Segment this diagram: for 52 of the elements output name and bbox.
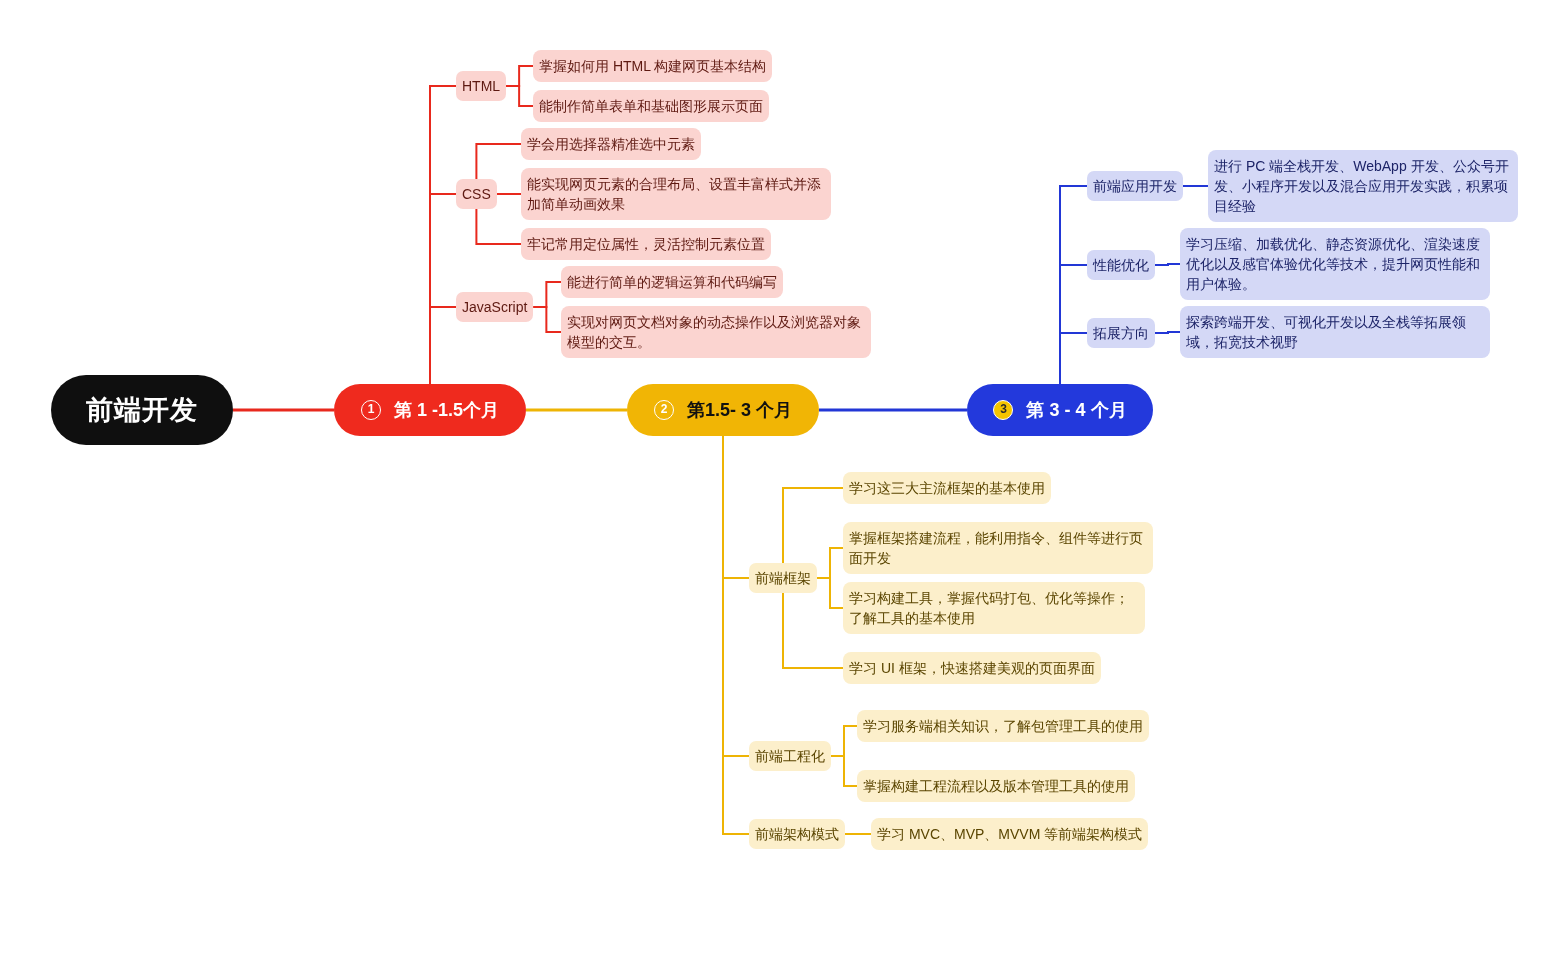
root-topic: 前端开发 bbox=[51, 375, 233, 445]
stage-title: 第 1 -1.5个月 bbox=[394, 399, 499, 422]
connector-line bbox=[830, 755, 858, 787]
detail-topic: 牢记常用定位属性，灵活控制元素位置 bbox=[521, 228, 771, 260]
subtopic: JavaScript bbox=[456, 292, 534, 322]
detail-topic: 掌握构建工程流程以及版本管理工具的使用 bbox=[857, 770, 1135, 802]
detail-topic: 学习 UI 框架，快速搭建美观的页面界面 bbox=[843, 652, 1101, 684]
connector-line bbox=[782, 487, 844, 564]
detail-topic: 能实现网页元素的合理布局、设置丰富样式并添加简单动画效果 bbox=[521, 168, 831, 220]
stage-title: 第1.5- 3 个月 bbox=[687, 399, 792, 422]
subtopic: 前端架构模式 bbox=[749, 819, 845, 849]
stage-pill bbox=[627, 384, 819, 436]
detail-topic: 学习压缩、加载优化、静态资源优化、渲染速度优化以及感官体验优化等技术，提升网页性能和用户体验。 bbox=[1180, 228, 1490, 300]
connector-line bbox=[1182, 185, 1209, 187]
detail-topic: 探索跨端开发、可视化开发以及全栈等拓展领域，拓宽技术视野 bbox=[1180, 306, 1490, 358]
detail-topic: 学习构建工具，掌握代码打包、优化等操作；了解工具的基本使用 bbox=[843, 582, 1145, 634]
detail-topic: 能制作简单表单和基础图形展示页面 bbox=[533, 90, 769, 122]
connector-line bbox=[819, 408, 967, 412]
connector-line bbox=[526, 408, 627, 412]
subtopic: 性能优化 bbox=[1087, 250, 1155, 280]
subtopic: HTML bbox=[456, 71, 507, 101]
connector-line bbox=[1154, 263, 1181, 266]
connector-line bbox=[233, 408, 334, 412]
subtopic: 前端框架 bbox=[749, 563, 817, 593]
connector-line bbox=[1154, 331, 1181, 334]
connector-line bbox=[816, 577, 844, 609]
detail-topic: 能进行简单的逻辑运算和代码编写 bbox=[561, 266, 783, 298]
stage-pill bbox=[967, 384, 1153, 436]
detail-topic: 学习服务端相关知识，了解包管理工具的使用 bbox=[857, 710, 1149, 742]
detail-topic: 掌握如何用 HTML 构建网页基本结构 bbox=[533, 50, 773, 82]
detail-topic: 实现对网页文档对象的动态操作以及浏览器对象模型的交互。 bbox=[561, 306, 871, 358]
detail-topic: 掌握框架搭建流程，能利用指令、组件等进行页面开发 bbox=[843, 522, 1153, 574]
connector-line bbox=[782, 592, 844, 669]
detail-topic: 学会用选择器精准选中元素 bbox=[521, 128, 701, 160]
connector-line bbox=[429, 306, 457, 385]
subtopic: 拓展方向 bbox=[1087, 318, 1155, 348]
detail-topic: 进行 PC 端全栈开发、WebApp 开发、公众号开发、小程序开发以及混合应用开发实践，积累项目经验 bbox=[1208, 150, 1518, 222]
connector-line bbox=[495, 193, 522, 195]
detail-topic: 学习这三大主流框架的基本使用 bbox=[843, 472, 1051, 504]
stage-title: 第 3 - 4 个月 bbox=[1026, 399, 1127, 422]
subtopic: 前端应用开发 bbox=[1087, 171, 1183, 201]
connector-line bbox=[505, 85, 534, 107]
connector-line bbox=[475, 143, 522, 180]
connector-line bbox=[532, 306, 562, 333]
detail-topic: 学习 MVC、MVP、MVVM 等前端架构模式 bbox=[871, 818, 1149, 850]
circled-number: 3 bbox=[993, 400, 1014, 420]
connector-line bbox=[1059, 332, 1088, 385]
connector-line bbox=[475, 208, 522, 245]
subtopic: CSS bbox=[456, 179, 497, 209]
stage-pill bbox=[334, 384, 526, 436]
connector-line bbox=[844, 833, 872, 835]
subtopic: 前端工程化 bbox=[749, 741, 831, 771]
